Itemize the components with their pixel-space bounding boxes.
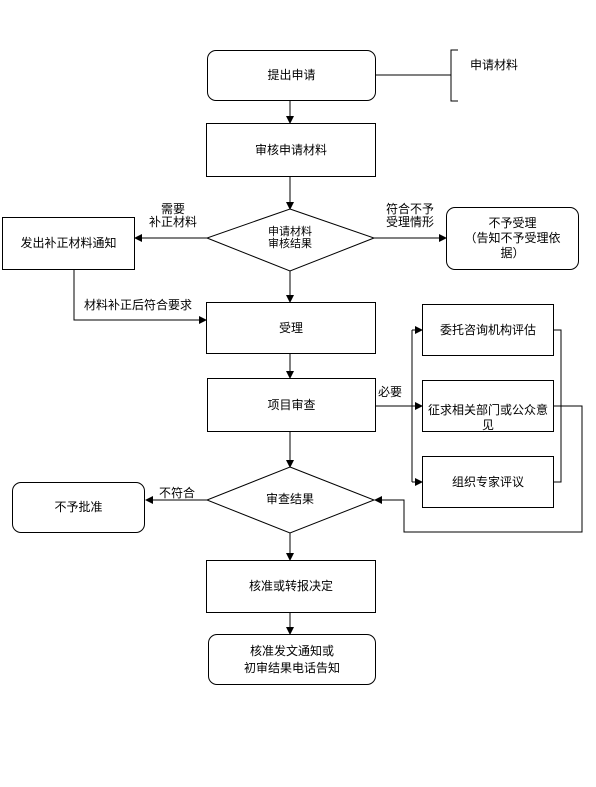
entrust-consultancy-box: 委托咨询机构评估 xyxy=(422,304,554,356)
supplement-notice-box: 发出补正材料通知 xyxy=(2,217,135,270)
diamond1-label-line1: 申请材料 xyxy=(268,225,312,238)
accept-label: 受理 xyxy=(278,320,303,335)
final-notice-line2: 初审结果电话告知 xyxy=(243,660,340,675)
need-supplement-line1: 需要 xyxy=(160,202,185,216)
solicit-opinions-label: 征求相关部门或公众意见 xyxy=(427,403,548,432)
meets-rejection-line1: 符合不予 xyxy=(385,202,434,216)
entrust-consultancy-label: 委托咨询机构评估 xyxy=(439,322,536,337)
materials-bracket xyxy=(450,49,458,102)
not-approve-box: 不予批准 xyxy=(12,482,145,533)
reject-acceptance-line3: 据） xyxy=(500,246,525,260)
project-review-label: 项目审查 xyxy=(267,397,316,412)
expert-review-box: 组织专家评议 xyxy=(422,456,554,508)
approve-report-label: 核准或转报决定 xyxy=(248,579,333,593)
diamond1-label-line2: 审核结果 xyxy=(268,237,312,250)
meets-rejection-line2: 受理情形 xyxy=(385,215,434,229)
submit-application-box: 提出申请 xyxy=(207,50,376,101)
final-notice-box: 核准发文通知或 初审结果电话告知 xyxy=(208,634,376,685)
project-review-box: 项目审查 xyxy=(207,378,376,432)
review-materials-label: 审核申请材料 xyxy=(254,142,327,157)
reject-acceptance-line2: （告知不予受理依 xyxy=(464,231,561,245)
diamond1-shape xyxy=(205,208,376,272)
solicit-return-line xyxy=(374,405,583,533)
not-comply-label: 不符合 xyxy=(159,486,196,500)
reject-acceptance-box: 不予受理 （告知不予受理依 据） xyxy=(446,207,579,270)
reject-acceptance-line1: 不予受理 xyxy=(488,216,537,230)
expert-review-label: 组织专家评议 xyxy=(451,474,524,489)
after-supplement-label: 材料补正后符合要求 xyxy=(84,298,193,312)
materials-label: 申请材料 xyxy=(470,58,519,72)
approve-report-box: 核准或转报决定 xyxy=(206,560,376,613)
not-approve-label: 不予批准 xyxy=(54,500,103,514)
necessary-label: 必要 xyxy=(378,385,403,399)
diamond2-shape xyxy=(205,466,376,534)
accept-box: 受理 xyxy=(206,302,376,354)
solicit-opinions-box: 征求相关部门或公众意见 xyxy=(422,380,554,432)
meets-rejection-label: 符合不予 受理情形 xyxy=(380,203,440,229)
need-supplement-label: 需要 补正材料 xyxy=(143,203,203,229)
diamond1-label: 申请材料 审核结果 xyxy=(250,226,330,250)
diamond2-label: 审查结果 xyxy=(265,492,314,506)
need-supplement-line2: 补正材料 xyxy=(148,215,197,229)
submit-application-label: 提出申请 xyxy=(267,68,316,82)
supplement-to-accept-arrow xyxy=(73,270,207,324)
final-notice-line1: 核准发文通知或 xyxy=(249,643,334,658)
supplement-notice-label: 发出补正材料通知 xyxy=(20,236,117,250)
review-materials-box: 审核申请材料 xyxy=(206,123,376,177)
